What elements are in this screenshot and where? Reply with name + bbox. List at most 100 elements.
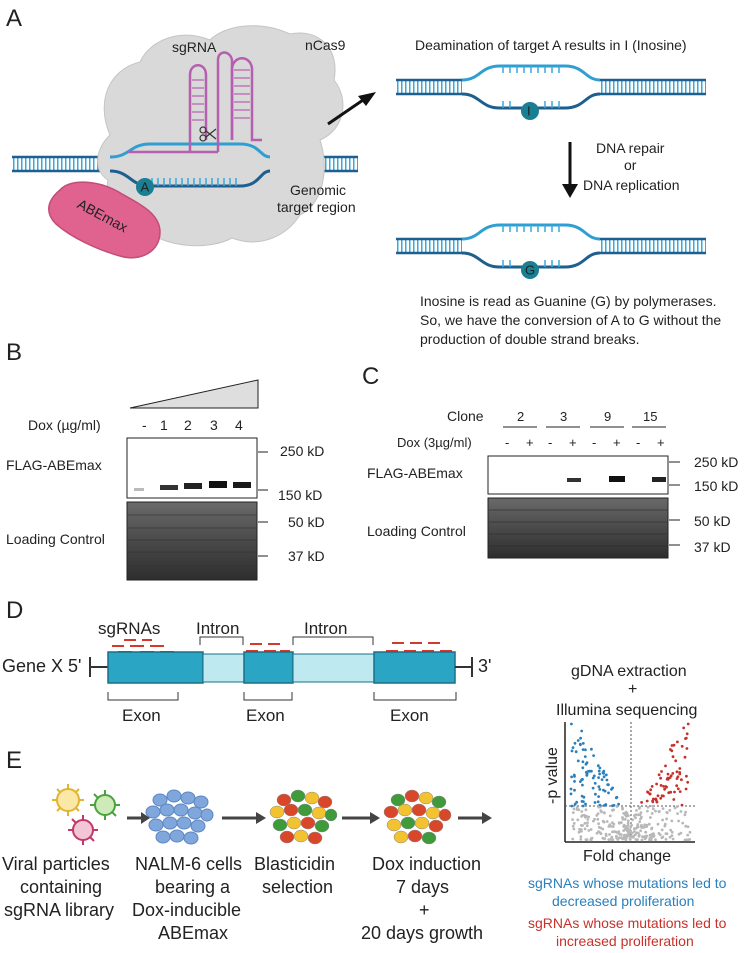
volcano-point	[586, 821, 589, 825]
sgrna-hairpin	[128, 51, 262, 154]
sgrnas-label: sgRNAs	[98, 619, 160, 638]
volcano-point	[664, 764, 667, 768]
intron-block-2	[292, 653, 375, 683]
volcano-point	[584, 808, 588, 812]
volcano-point	[621, 816, 624, 819]
scissors-icon	[199, 126, 217, 142]
flag-bands-b	[134, 481, 251, 491]
volcano-point	[586, 818, 590, 821]
volcano-point	[664, 837, 668, 841]
panel-label-a: A	[6, 5, 22, 32]
volcano-point	[605, 820, 609, 823]
volcano-point	[587, 829, 591, 832]
volcano-point	[634, 816, 637, 820]
volcano-point	[640, 801, 643, 804]
step3-line2: selection	[262, 877, 333, 897]
volcano-point	[608, 833, 611, 836]
volcano-point	[584, 748, 587, 752]
clone-9: 9	[604, 409, 611, 424]
volcano-point	[577, 830, 581, 834]
volcano-point	[685, 838, 689, 842]
volcano-point	[572, 807, 576, 811]
dox-label-b: Dox (µg/ml)	[28, 417, 101, 433]
abemax-protein: ABEmax	[48, 181, 161, 259]
volcano-point	[579, 837, 583, 841]
volcano-point	[617, 802, 620, 806]
base-a-label: A	[141, 180, 150, 195]
volcano-point	[673, 806, 677, 810]
volcano-point	[677, 819, 680, 823]
volcano-point	[665, 785, 668, 789]
volcano-point	[571, 837, 575, 841]
pm-7: +	[657, 435, 665, 450]
volcano-point	[579, 835, 583, 838]
volcano-point	[584, 815, 587, 819]
volcano-point	[614, 796, 618, 800]
volcano-point	[626, 826, 629, 830]
volcano-point	[581, 760, 585, 764]
volcano-point	[604, 803, 608, 806]
volcano-point	[581, 742, 585, 745]
volcano-point	[580, 810, 584, 813]
volcano-point	[676, 812, 679, 815]
volcano-point	[596, 812, 600, 815]
volcano-point	[573, 788, 576, 792]
volcano-point	[569, 787, 573, 791]
volcano-point	[659, 784, 663, 787]
volcano-point	[576, 739, 580, 742]
volcano-point	[580, 794, 584, 798]
volcano-point	[583, 827, 587, 831]
volcano-point	[651, 799, 654, 803]
base-g-label: G	[525, 263, 535, 278]
volcano-point	[575, 806, 579, 809]
volcano-point	[593, 781, 597, 785]
repair-text-2: or	[624, 157, 637, 173]
volcano-plot	[564, 722, 695, 843]
exon-block-2	[243, 651, 294, 684]
volcano-point	[685, 774, 688, 778]
volcano-point	[628, 837, 632, 841]
volcano-point	[635, 809, 638, 812]
volcano-point	[634, 833, 637, 837]
volcano-point	[643, 823, 647, 827]
volcano-point	[646, 809, 649, 813]
volcano-point	[611, 838, 615, 842]
volcano-point	[636, 813, 640, 817]
volcano-point	[686, 833, 690, 837]
gdna-line1: gDNA extraction	[571, 663, 687, 680]
dose-2: 2	[184, 417, 192, 433]
volcano-point	[646, 805, 650, 809]
volcano-point	[598, 766, 602, 770]
volcano-point	[661, 818, 664, 822]
volcano-point	[570, 722, 573, 726]
volcano-point	[645, 823, 649, 827]
volcano-point	[570, 804, 574, 808]
volcano-point	[688, 838, 691, 841]
volcano-point	[583, 821, 587, 825]
step2-line3: Dox-inducible	[132, 900, 241, 920]
viral-particles-icon	[52, 784, 120, 845]
volcano-point	[655, 782, 658, 786]
panel-label-e: E	[6, 747, 22, 774]
volcano-point	[589, 838, 593, 842]
volcano-point	[615, 805, 619, 808]
volcano-point	[640, 838, 644, 842]
volcano-point	[584, 802, 587, 806]
volcano-point	[656, 822, 660, 826]
volcano-point	[637, 834, 641, 838]
volcano-point	[581, 824, 584, 827]
volcano-point	[585, 761, 589, 765]
volcano-point	[624, 812, 628, 816]
volcano-point	[665, 811, 669, 814]
volcano-point	[611, 786, 614, 790]
volcano-point	[621, 837, 624, 841]
arrow-down-icon	[562, 142, 578, 198]
volcano-point	[678, 767, 682, 770]
volcano-point	[686, 722, 690, 726]
volcano-point	[630, 831, 634, 835]
sgrna-dashes	[112, 639, 452, 653]
volcano-point	[662, 785, 665, 788]
exon-block-3	[373, 651, 456, 684]
volcano-point	[586, 770, 590, 773]
step2-line4: ABEmax	[158, 923, 228, 943]
